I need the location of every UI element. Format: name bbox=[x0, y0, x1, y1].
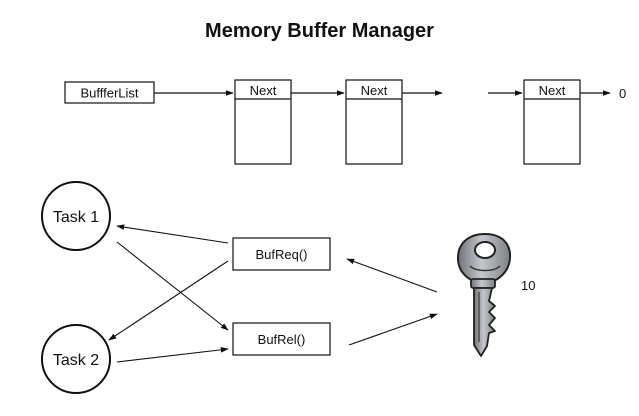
task1-node: Task 1 bbox=[41, 181, 111, 251]
arrow-task2-to-bufrel bbox=[116, 347, 229, 363]
null-terminator: 0 bbox=[619, 86, 626, 101]
key-count: 10 bbox=[521, 278, 535, 293]
arrow-bufreq-to-task1 bbox=[116, 224, 229, 244]
buffer-list-head: BuffferList bbox=[64, 81, 155, 104]
page-title: Memory Buffer Manager bbox=[205, 20, 434, 42]
arrow-bufrel-to-key bbox=[348, 313, 438, 346]
arrow-task1-to-bufrel bbox=[116, 241, 229, 331]
buffer-list-label: BuffferList bbox=[80, 86, 138, 101]
node-next-label: Next bbox=[361, 83, 388, 98]
bufreq-box: BufReq() bbox=[232, 237, 331, 271]
key-icon bbox=[456, 232, 512, 357]
buffer-node: Next bbox=[234, 79, 292, 165]
buffer-node: Next bbox=[345, 79, 403, 165]
buffer-node: Next bbox=[523, 79, 581, 165]
bufrel-label: BufRel() bbox=[258, 332, 306, 347]
bufreq-label: BufReq() bbox=[255, 247, 307, 262]
bufrel-box: BufRel() bbox=[232, 322, 331, 356]
arrow-key-to-bufreq bbox=[346, 258, 438, 293]
task2-label: Task 2 bbox=[53, 352, 99, 369]
node-next-label: Next bbox=[250, 83, 277, 98]
task2-node: Task 2 bbox=[41, 324, 111, 394]
task1-label: Task 1 bbox=[53, 209, 99, 226]
node-next-label: Next bbox=[539, 83, 566, 98]
arrow-bufreq-to-task2 bbox=[108, 260, 229, 341]
